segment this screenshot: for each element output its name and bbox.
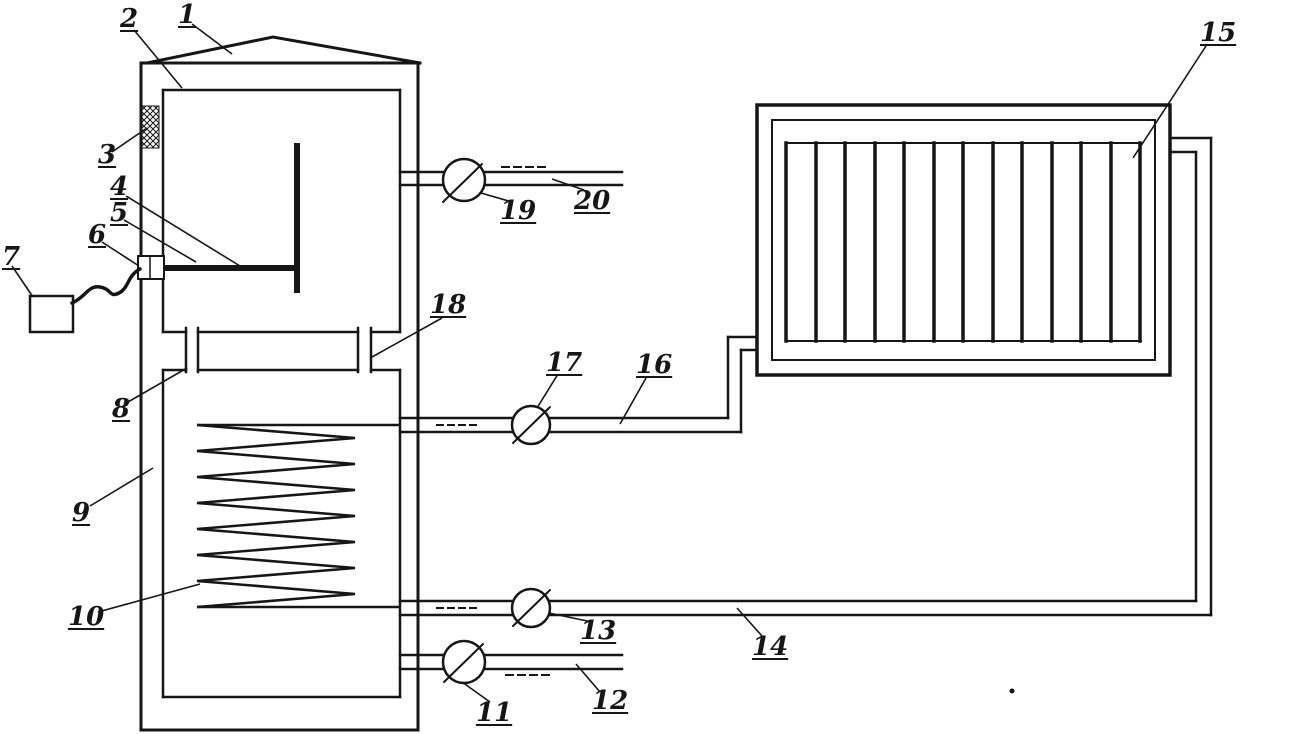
ref-label-8: 8 [112,394,131,424]
ref-label-14: 14 [752,632,789,662]
ref-label-15: 15 [1200,18,1237,48]
ref-label-19: 19 [500,196,537,226]
ref-label-2: 2 [120,4,139,34]
ref-label-18: 18 [430,290,467,320]
pump-collector-return [510,587,552,629]
ref-label-13: 13 [580,616,617,646]
storage-tank [139,35,422,732]
ref-label-6: 6 [88,220,107,250]
ref-label-11: 11 [476,698,513,728]
ref-label-10: 10 [68,602,105,632]
ref-label-4: 4 [110,172,129,202]
leader-lines [11,23,1207,703]
tank-outer-wall [139,61,420,732]
ref-label-5: 5 [110,198,129,228]
solar-collector [755,103,1172,377]
heat-exchanger-coil [196,423,400,609]
electric-heater [137,143,300,293]
power-supply-box [28,267,142,334]
collector-inner-frame [771,119,1156,361]
power-box [28,294,75,334]
collector-supply-pipe [398,335,759,434]
collector-riser-tubes [784,141,1142,343]
cold-water-inlet-pipe [398,653,624,676]
ref-label-7: 7 [2,242,21,272]
ref-label-12: 12 [592,686,629,716]
collector-return-pipe [398,136,1213,617]
ref-label-3: 3 [98,140,117,170]
collector-outer-frame [755,103,1172,377]
power-cable [70,267,142,305]
ref-label-9: 9 [72,498,91,528]
tank-roof [145,35,422,65]
insulation-hatch [141,105,160,149]
hot-water-outlet-pipe [398,166,624,187]
ref-label-16: 16 [636,350,673,380]
pumps [441,157,552,685]
pipework [398,136,1213,676]
stray-dot [1009,688,1015,694]
chamber-partition [161,326,402,374]
heater-flange [137,255,165,280]
pump-hot-water-outlet [441,157,487,203]
ref-label-1: 1 [178,0,197,30]
ref-label-20: 20 [574,186,611,216]
pump-collector-supply [510,404,552,446]
pump-cold-water-inlet [441,639,487,685]
ref-label-17: 17 [546,348,583,378]
